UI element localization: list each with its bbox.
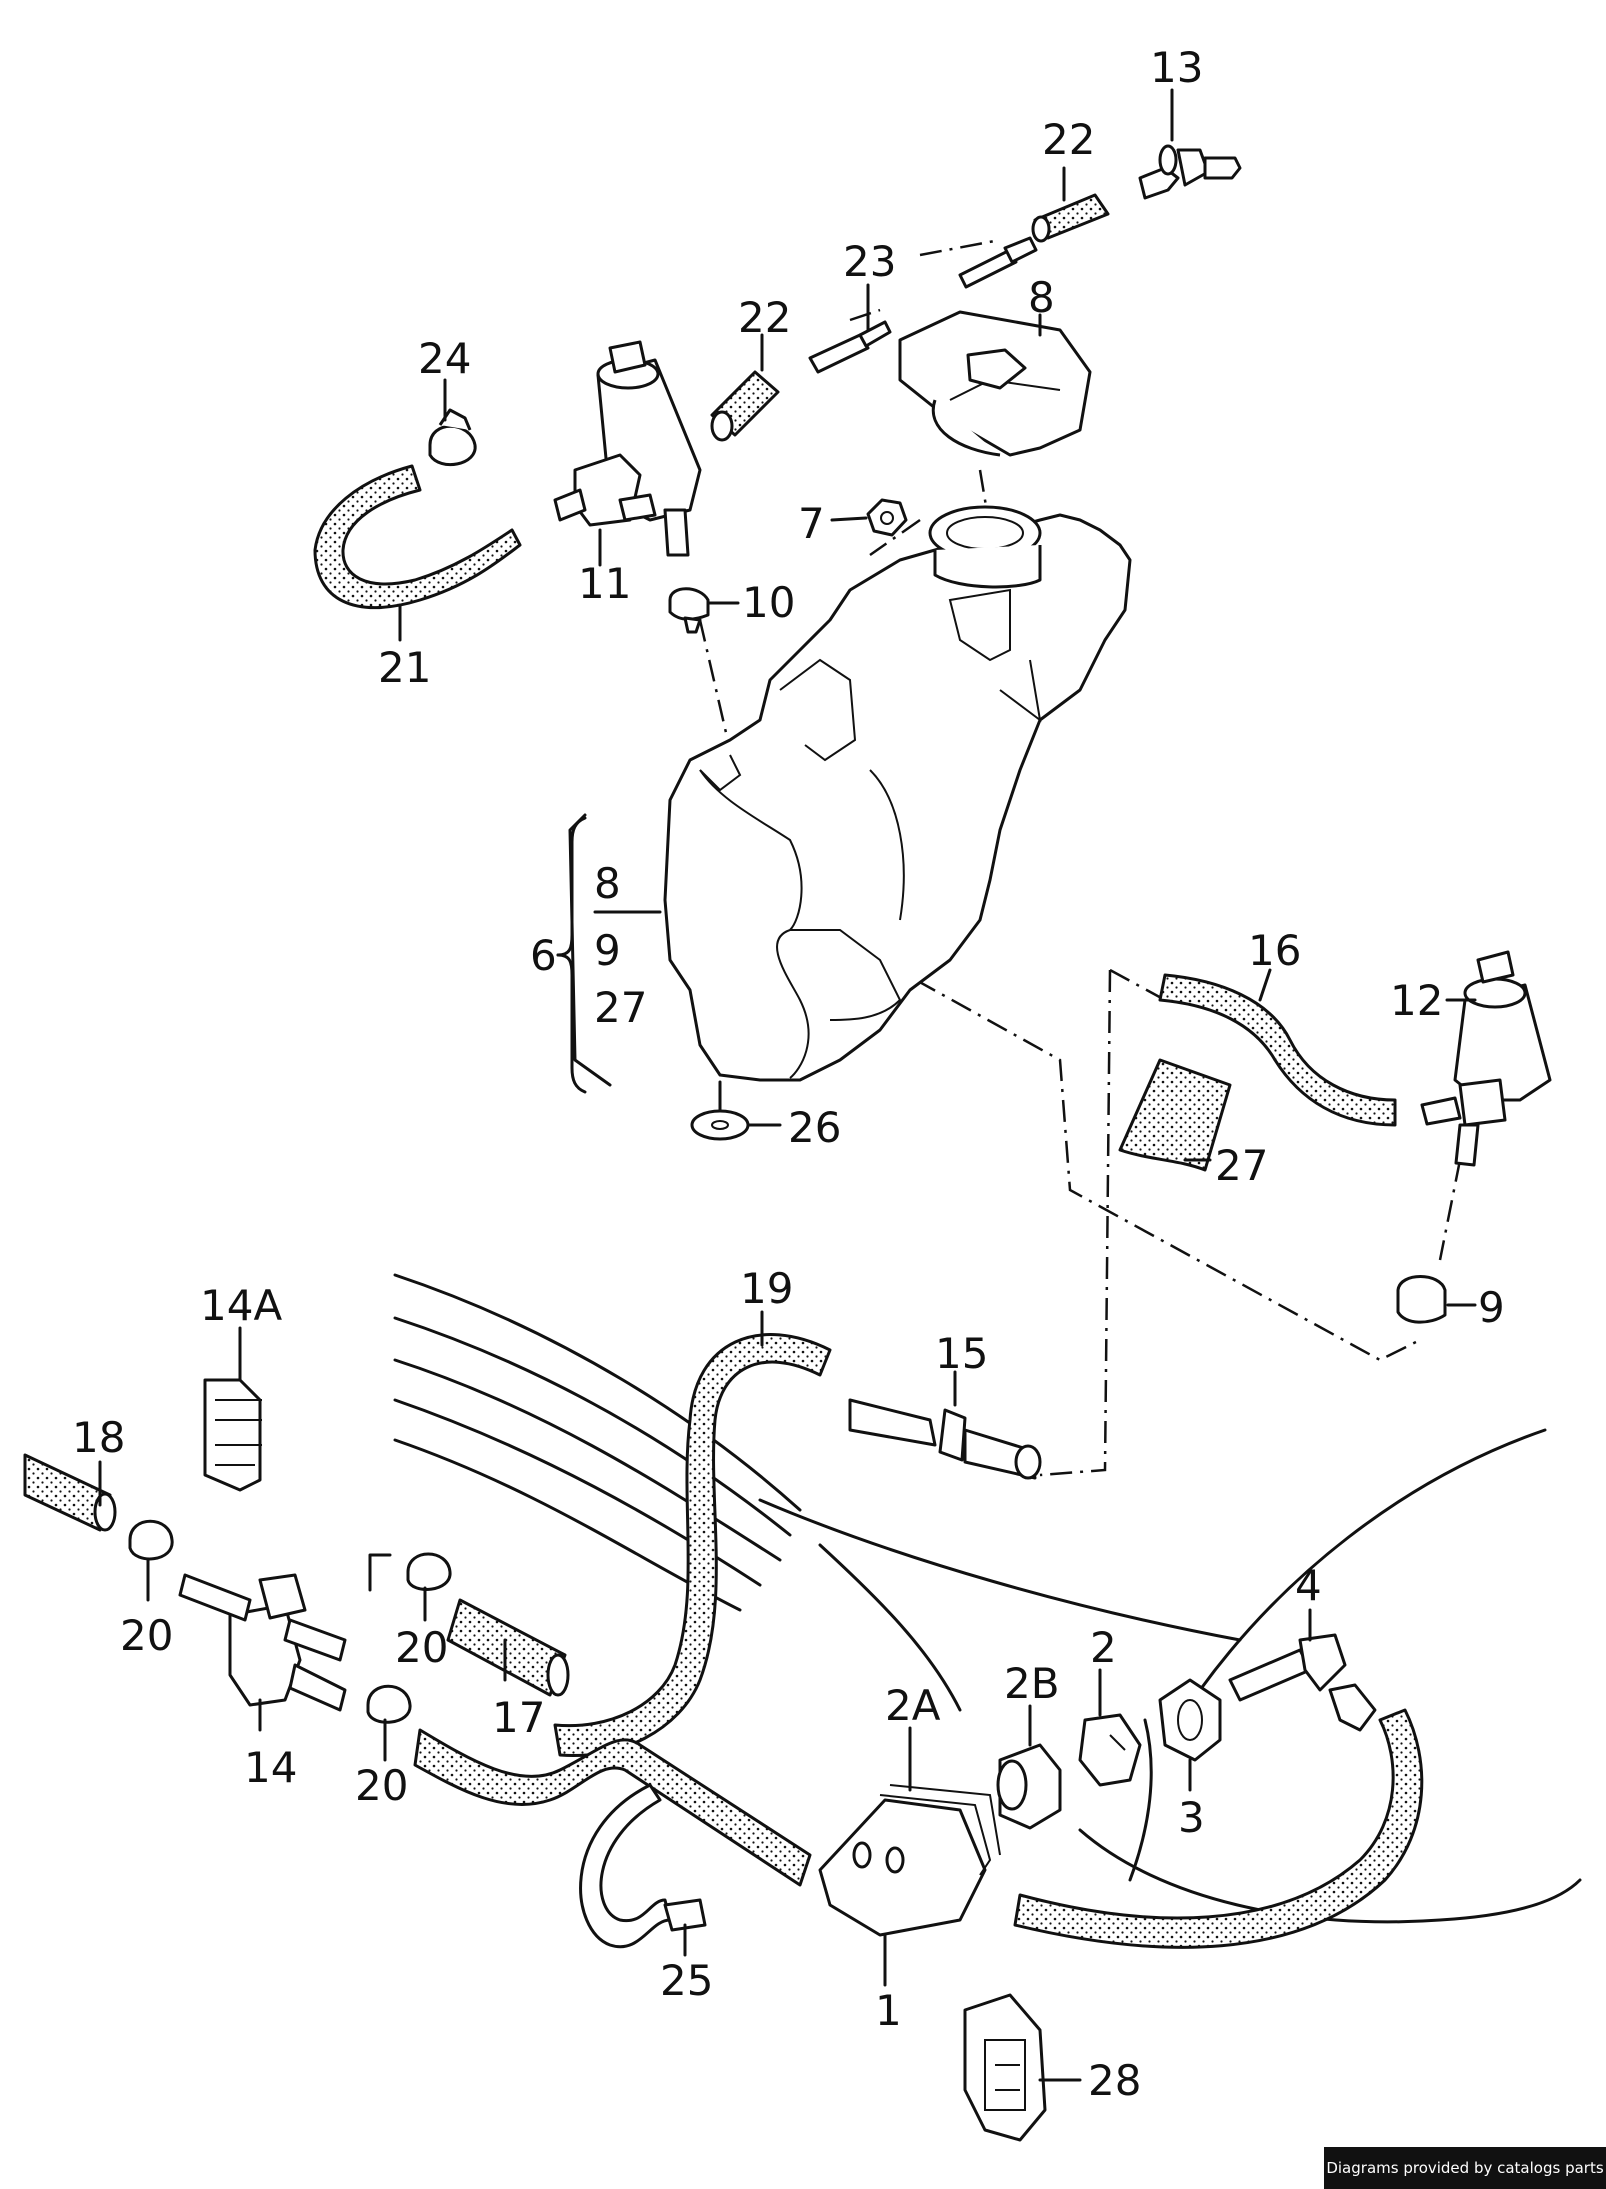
credit-banner: Diagrams provided by catalogs parts bbox=[1324, 2147, 1606, 2189]
part-28 bbox=[963, 1993, 1047, 2142]
connector-15 bbox=[848, 1398, 1042, 1480]
washer-26 bbox=[690, 1109, 750, 1141]
label-23: 23 bbox=[843, 237, 896, 286]
label-9: 9 bbox=[1478, 1283, 1505, 1332]
label-17: 17 bbox=[492, 1693, 545, 1742]
clamp-20c bbox=[366, 1684, 412, 1724]
washer-pump-11 bbox=[553, 340, 702, 557]
label-12: 12 bbox=[1390, 976, 1443, 1025]
reference-lines bbox=[698, 238, 1462, 1477]
label-20-mid: 20 bbox=[395, 1623, 448, 1672]
label-22-mid: 22 bbox=[738, 293, 791, 342]
washer-fluid-reservoir bbox=[663, 505, 1132, 1082]
label-15: 15 bbox=[935, 1329, 988, 1378]
label-21: 21 bbox=[378, 643, 431, 692]
grommet-9 bbox=[1396, 1275, 1447, 1324]
clamp-20b bbox=[406, 1552, 452, 1591]
label-8-top: 8 bbox=[1028, 273, 1055, 322]
label-16: 16 bbox=[1248, 926, 1301, 975]
label-7: 7 bbox=[798, 499, 825, 548]
washer-nozzle-1 bbox=[818, 1798, 987, 1937]
label-25: 25 bbox=[660, 1956, 713, 2005]
label-6: 6 bbox=[530, 931, 557, 980]
elbow-connector-13 bbox=[1138, 144, 1242, 200]
hose-piece-22-mid bbox=[710, 370, 780, 442]
label-18: 18 bbox=[72, 1413, 125, 1462]
label-27: 27 bbox=[1215, 1141, 1268, 1190]
label-11: 11 bbox=[578, 559, 631, 608]
hose-piece-22-top bbox=[1031, 193, 1110, 243]
label-26: 26 bbox=[788, 1103, 841, 1152]
leader-lines bbox=[98, 88, 1477, 2082]
valve-14 bbox=[178, 1573, 347, 1712]
label-2A: 2A bbox=[885, 1681, 941, 1730]
windshield-outline bbox=[393, 1273, 1582, 1924]
clip-14A bbox=[203, 1378, 262, 1492]
label-20-bottom: 20 bbox=[355, 1761, 408, 1810]
label-24: 24 bbox=[418, 334, 471, 383]
washer-pump-12 bbox=[1420, 950, 1552, 1167]
nut-7 bbox=[866, 498, 908, 537]
label-14A: 14A bbox=[200, 1281, 282, 1330]
label-20-left: 20 bbox=[120, 1611, 173, 1660]
nozzle-cover-2A bbox=[879, 1784, 1001, 1876]
connector-23 bbox=[808, 236, 1038, 374]
elbow-4 bbox=[1228, 1633, 1377, 1732]
label-1: 1 bbox=[875, 1986, 902, 2035]
grommet-2B bbox=[996, 1743, 1062, 1830]
label-19: 19 bbox=[740, 1264, 793, 1313]
nut-3 bbox=[1158, 1678, 1222, 1762]
part-labels: 13 22 23 22 8 24 7 11 10 21 6 8 9 27 16 … bbox=[72, 43, 1505, 2105]
cable-tie-25 bbox=[579, 1783, 707, 1949]
grommet-10 bbox=[668, 587, 710, 634]
bracket-6 bbox=[556, 816, 587, 1094]
hose-21 bbox=[313, 464, 522, 610]
clamp-24 bbox=[428, 408, 477, 466]
hose-17 bbox=[446, 1598, 570, 1697]
label-28: 28 bbox=[1088, 2056, 1141, 2105]
lower-hose bbox=[413, 1728, 812, 1887]
label-10: 10 bbox=[742, 578, 795, 627]
label-13: 13 bbox=[1150, 43, 1203, 92]
reservoir-cap bbox=[898, 310, 1092, 457]
hose-19 bbox=[553, 1333, 832, 1758]
label-8-bracket: 8 bbox=[594, 859, 621, 908]
clamp-20a bbox=[128, 1519, 174, 1561]
hose-16 bbox=[1158, 973, 1397, 1127]
label-3: 3 bbox=[1178, 1793, 1205, 1842]
label-9-bracket: 9 bbox=[594, 926, 621, 975]
label-2B: 2B bbox=[1004, 1659, 1060, 1708]
label-2: 2 bbox=[1090, 1623, 1117, 1672]
label-4: 4 bbox=[1295, 1561, 1322, 1610]
label-14: 14 bbox=[244, 1743, 297, 1792]
long-hose-right bbox=[1013, 1708, 1424, 1949]
clip-2 bbox=[1078, 1713, 1142, 1787]
pad-27 bbox=[1118, 1058, 1232, 1172]
label-22-top: 22 bbox=[1042, 115, 1095, 164]
label-27-bracket: 27 bbox=[594, 983, 647, 1032]
